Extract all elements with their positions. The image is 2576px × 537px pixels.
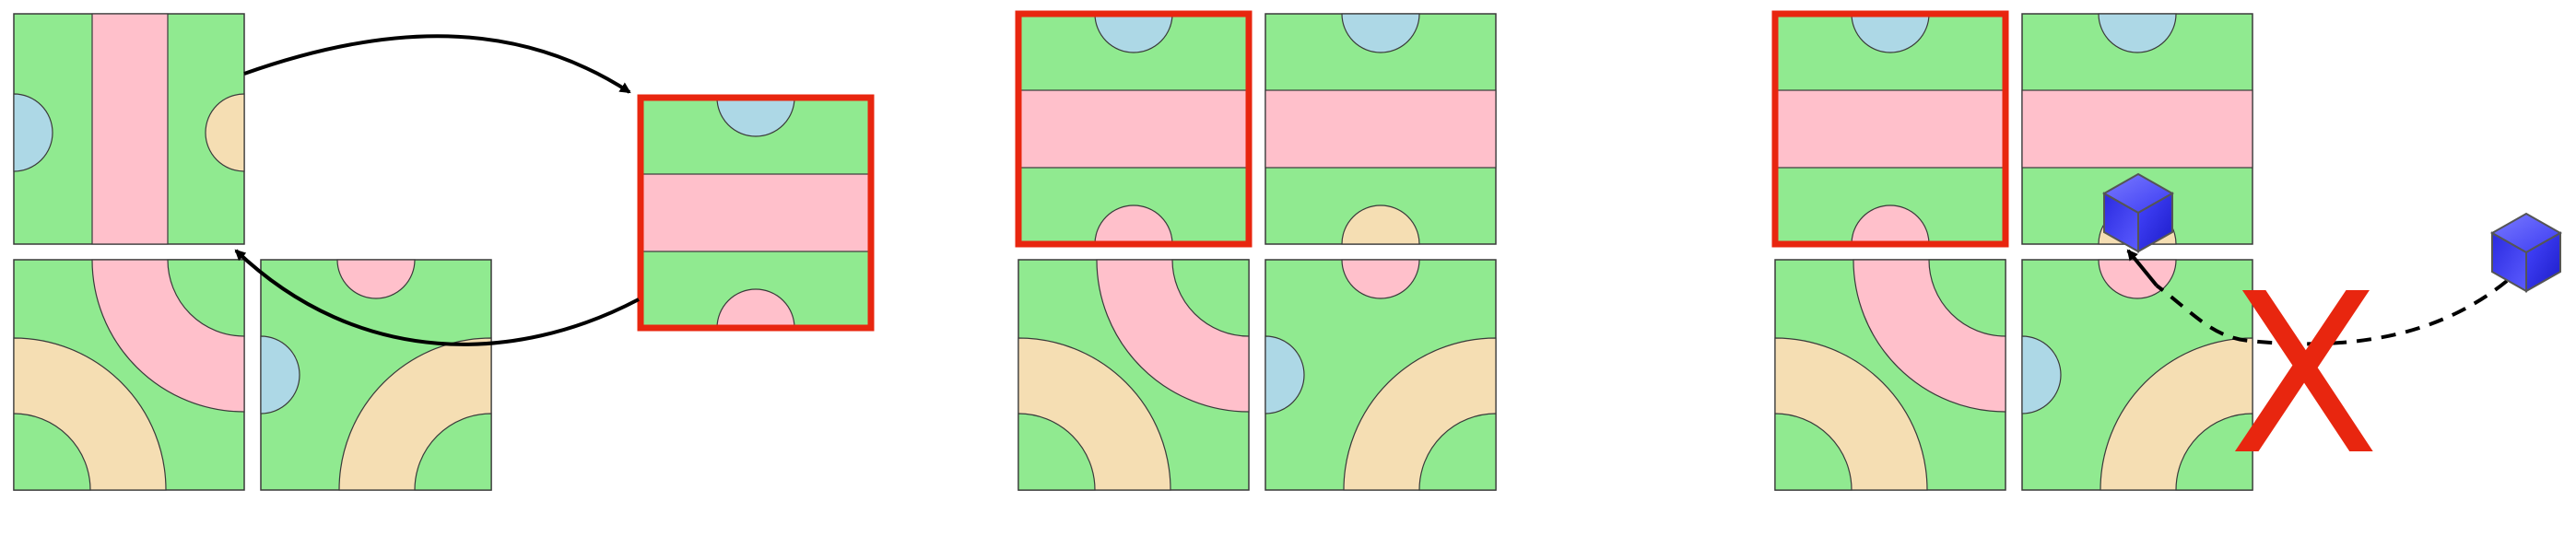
tile-horizontal-selected (1017, 13, 1250, 245)
swap-arrow-to-tile (243, 34, 631, 94)
tile-corner-tan (260, 259, 492, 491)
cube-icon (2491, 213, 2561, 292)
tile-corner-tan (1264, 259, 1497, 491)
tile-curve-road (13, 259, 245, 491)
placed-panel (1015, 10, 1497, 491)
tile-horizontal-selected (640, 97, 872, 329)
dashed-move-path (2155, 279, 2509, 346)
selection-highlight (637, 94, 875, 332)
swap-arrow-back (234, 249, 640, 346)
tile-corner-tan (2021, 259, 2253, 491)
invalid-cross-mark: X (2229, 246, 2380, 504)
tile-vertical-road (13, 13, 245, 245)
tile-curve-road (1017, 259, 1250, 491)
tile-curve-road (1774, 259, 2006, 491)
invalid-move-panel: X (1771, 10, 2561, 504)
swap-panel (13, 13, 875, 491)
selection-highlight (1015, 10, 1253, 248)
tile-horizontal-selected (1774, 13, 2006, 245)
tile-horizontal-road (1264, 13, 1497, 245)
move-arrowhead (2126, 249, 2158, 287)
selection-highlight (1771, 10, 2009, 248)
